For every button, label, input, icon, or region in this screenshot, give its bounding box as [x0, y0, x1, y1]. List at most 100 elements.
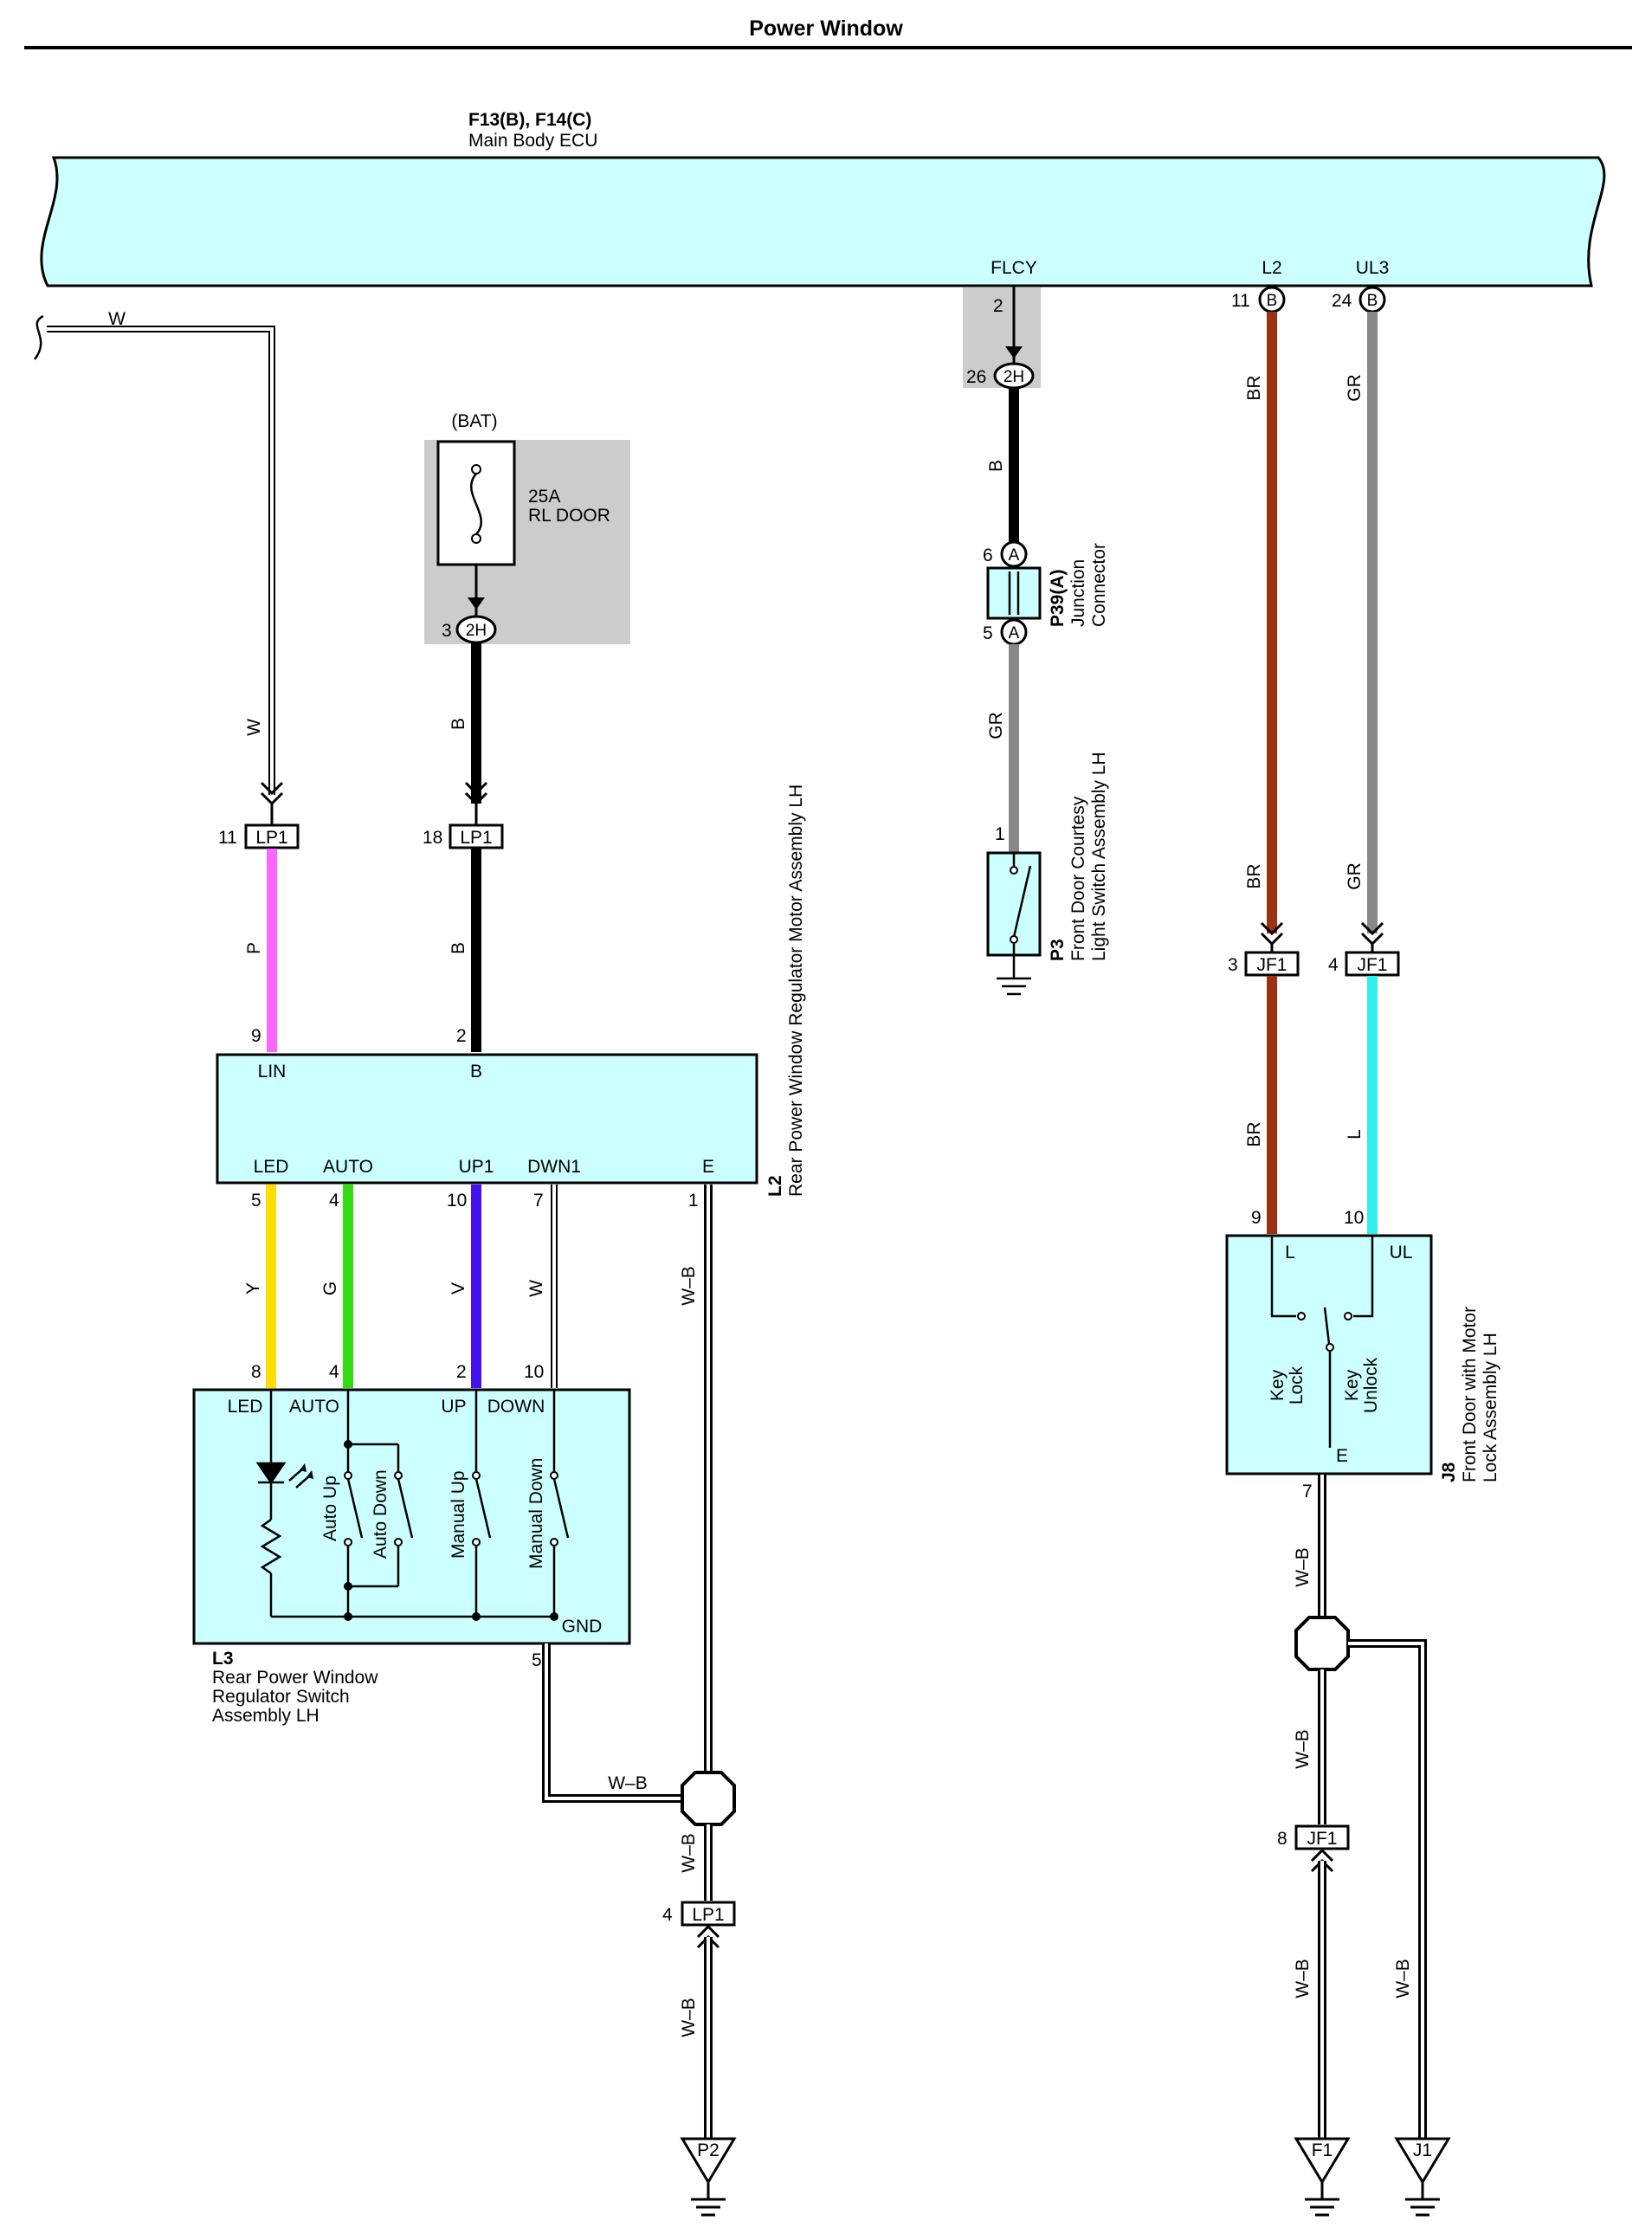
pin-jf1-8: 8: [1277, 1829, 1287, 1849]
j8-term-ul: UL: [1390, 1243, 1413, 1262]
fuse-rating: 25A: [528, 487, 560, 507]
wire-label-wb-e: W–B: [679, 1266, 699, 1306]
wire-label-y: Y: [243, 1282, 263, 1295]
connector-jf1-br: [1244, 951, 1300, 977]
pin-fuse-3: 3: [442, 621, 452, 641]
j8-term-e: E: [1336, 1446, 1348, 1466]
splice-left: [681, 1771, 736, 1826]
pin-l2-9: 9: [251, 1026, 261, 1046]
l3-name-line3: Assembly LH: [212, 1706, 319, 1726]
wire-label-wb-p2: W–B: [679, 1998, 699, 2037]
pin-l3-5: 5: [532, 1650, 542, 1670]
wire-label-gr-mid: GR: [1345, 862, 1365, 890]
switch-key-unlock-l2: Unlock: [1361, 1357, 1381, 1413]
p3-name-line1: Front Door Courtesy: [1068, 796, 1088, 961]
pin-lp1-11: 11: [218, 828, 237, 848]
pin-jf1-3: 3: [1228, 955, 1238, 975]
wire-label-w-left: W: [244, 719, 264, 736]
l2-term-b: B: [470, 1062, 482, 1081]
connector-lp1-wb-label: LP1: [692, 1905, 724, 1925]
pin-2h-26: 26: [966, 367, 986, 387]
j8-term-l: L: [1285, 1243, 1295, 1262]
ground-f1-label: F1: [1312, 2140, 1333, 2160]
wire-label-wb-j8: W–B: [1293, 1547, 1313, 1587]
wire-label-w-top: W: [108, 309, 126, 329]
wire-label-wb-splice: W–B: [679, 1833, 699, 1873]
splice-right: [1294, 1616, 1350, 1671]
l2-term-dwn1: DWN1: [527, 1157, 581, 1177]
switch-key-lock-l2: Lock: [1287, 1366, 1307, 1404]
j8-name-line1: Front Door with Motor: [1460, 1307, 1480, 1482]
ground-p2-label: P2: [697, 2140, 720, 2160]
connector-2h-flcy-label: 2H: [1003, 368, 1024, 386]
wire-label-wb-gnd: W–B: [608, 1773, 648, 1793]
pin-lp1-18: 18: [423, 828, 442, 848]
l3-term-auto: AUTO: [289, 1397, 339, 1417]
l2-motor-assembly: [216, 1053, 758, 1185]
l2-code: L2: [765, 1175, 785, 1197]
pin-l2-1: 1: [688, 1191, 699, 1211]
p39-name-line1: Junction: [1068, 559, 1088, 627]
l2-term-led: LED: [254, 1157, 289, 1177]
wire-label-b-fuse: B: [448, 718, 468, 730]
pin-l2-10: 10: [447, 1191, 467, 1211]
l2-term-lin: LIN: [258, 1062, 287, 1081]
ecu-pin-ul3: UL3: [1356, 258, 1390, 278]
wire-label-gr-p3: GR: [986, 712, 1006, 739]
connector-2h-fuse-label: 2H: [466, 622, 487, 640]
wire-label-b-flcy: B: [986, 460, 1006, 472]
ground-j1: [1394, 2137, 1451, 2185]
ecu-refs: F13(B), F14(C): [468, 110, 591, 130]
l3-switch-assembly: [192, 1388, 631, 1645]
l3-code: L3: [212, 1649, 234, 1669]
connector-jf1-wb-label: JF1: [1307, 1829, 1337, 1849]
pin-flcy-2: 2: [993, 296, 1003, 316]
wire-label-wb-j1: W–B: [1393, 1959, 1413, 1998]
l2-term-up1: UP1: [459, 1157, 494, 1177]
wire-label-wb-f1: W–B: [1293, 1959, 1313, 1998]
p39-junction-connector: [986, 566, 1042, 620]
pin-jf1-4: 4: [1328, 955, 1339, 975]
pin-a-5: 5: [983, 623, 993, 643]
fuse-source: (BAT): [451, 411, 497, 431]
pin-b-24: 24: [1332, 291, 1352, 311]
pin-l2-4: 4: [329, 1191, 339, 1211]
pin-l2-5: 5: [251, 1191, 261, 1211]
connector-jf1-gr: [1345, 951, 1400, 977]
switch-key-lock-l1: Key: [1268, 1369, 1287, 1401]
pin-l3-4: 4: [329, 1362, 339, 1382]
pin-l2-2: 2: [456, 1026, 467, 1046]
l2-name: Rear Power Window Regulator Motor Assemb…: [786, 784, 806, 1197]
l3-name-line2: Regulator Switch: [212, 1687, 350, 1707]
pin-j8-10: 10: [1344, 1208, 1364, 1228]
p39-name-line2: Connector: [1089, 543, 1109, 627]
switch-auto-down: Auto Down: [371, 1469, 390, 1559]
connector-a-top-label: A: [1009, 546, 1020, 565]
ecu-pin-l2: L2: [1262, 258, 1281, 278]
pin-j8-7: 7: [1302, 1482, 1313, 1501]
l3-term-up: UP: [441, 1397, 466, 1417]
ecu-pin-flcy: FLCY: [991, 258, 1037, 278]
pin-l3-10: 10: [524, 1362, 544, 1382]
connector-lp1-b: [448, 823, 504, 849]
page-title: Power Window: [749, 16, 903, 41]
wire-label-w-dwn: W: [526, 1280, 546, 1297]
connector-jf1-wb: [1294, 1824, 1350, 1850]
wire-label-p: P: [244, 942, 264, 954]
wire-label-b-l2: B: [448, 942, 468, 954]
switch-manual-down: Manual Down: [526, 1458, 546, 1569]
ground-p2: [680, 2137, 737, 2185]
j8-name-line2: Lock Assembly LH: [1481, 1333, 1500, 1482]
p3-name-line2: Light Switch Assembly LH: [1089, 752, 1109, 961]
pin-p3-1: 1: [995, 824, 1005, 844]
ecu-name: Main Body ECU: [468, 131, 597, 151]
switch-key-unlock-l1: Key: [1342, 1369, 1362, 1401]
l3-term-led: LED: [228, 1397, 263, 1417]
wire-label-br-bottom: BR: [1244, 1121, 1264, 1146]
l2-term-auto: AUTO: [323, 1157, 373, 1177]
connector-b-11-label: B: [1267, 292, 1278, 310]
wire-label-gr-top: GR: [1345, 374, 1365, 402]
pin-l3-2: 2: [456, 1362, 467, 1382]
switch-manual-up: Manual Up: [448, 1470, 468, 1559]
wire-label-g: G: [320, 1282, 340, 1295]
